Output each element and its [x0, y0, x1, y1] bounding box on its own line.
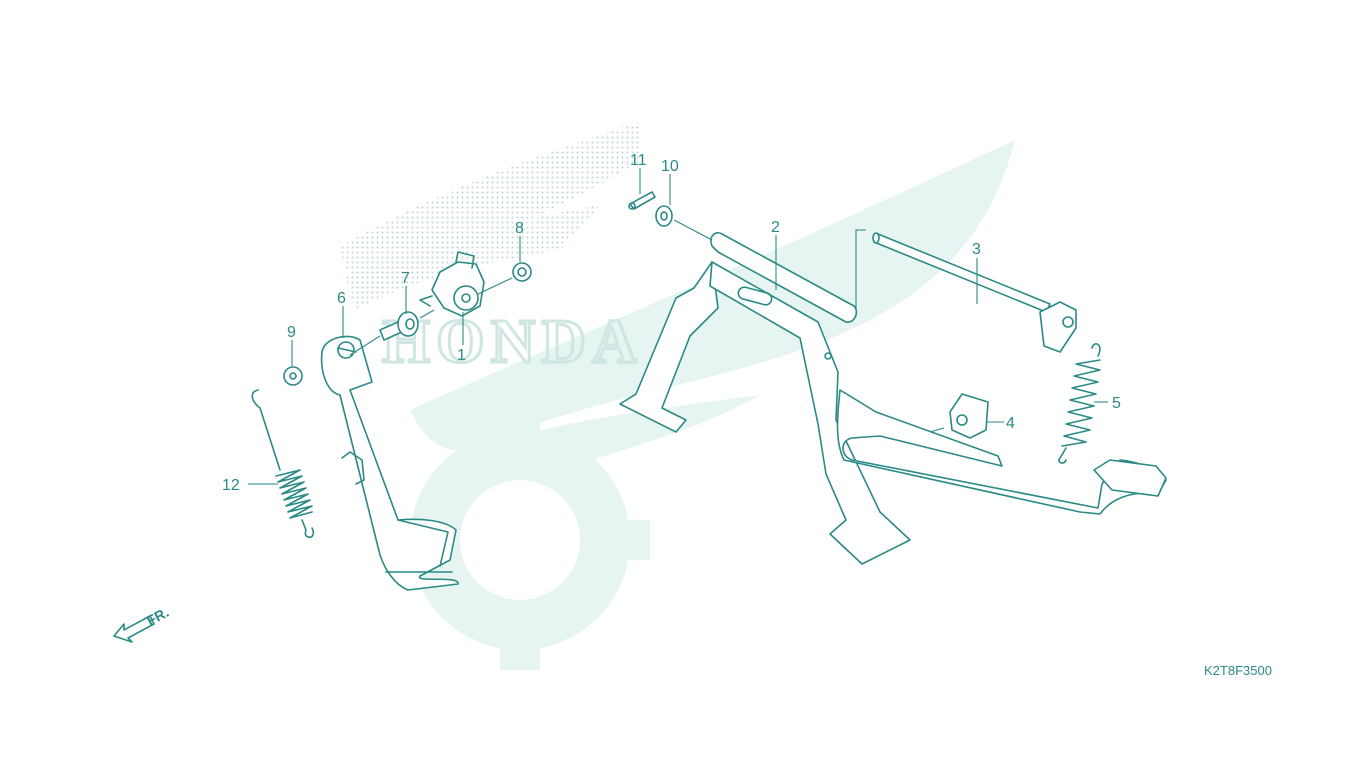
callout-7: 7 [401, 270, 410, 287]
callout-10: 10 [661, 158, 679, 175]
callout-3: 3 [972, 241, 981, 258]
callout-5: 5 [1112, 395, 1121, 412]
callout-6: 6 [337, 290, 346, 307]
callout-8: 8 [515, 220, 524, 237]
part-10-washer [655, 205, 673, 227]
callout-12: 12 [222, 477, 240, 494]
callout-11: 11 [630, 152, 647, 169]
part-9-washer [283, 366, 303, 386]
part-3-pivot-shaft [872, 232, 1077, 353]
callouts: 1 2 3 4 5 6 7 8 9 10 11 12 [222, 152, 1121, 494]
part-11-cotter-pin [628, 191, 656, 210]
callout-1: 1 [457, 347, 466, 364]
callout-9: 9 [287, 324, 296, 341]
honda-wing-logo: HONDA [338, 122, 1015, 670]
diagram-code: K2T8F3500 [1204, 663, 1272, 678]
leader-lines [248, 168, 1108, 485]
part-7-bolt [379, 311, 419, 341]
part-12-spring [251, 389, 315, 539]
part-5-spring [1058, 343, 1101, 464]
part-8-nut [512, 262, 532, 282]
part-4-stopper [949, 393, 989, 439]
front-arrow-icon [113, 615, 155, 643]
front-direction-indicator: FR. [113, 604, 171, 643]
callout-4: 4 [1006, 415, 1015, 432]
callout-2: 2 [771, 219, 780, 236]
part-2-main-stand [619, 231, 1167, 565]
part-6-side-stand [320, 335, 459, 591]
part-1-switch [419, 251, 485, 317]
watermark-text: HONDA [382, 308, 643, 376]
